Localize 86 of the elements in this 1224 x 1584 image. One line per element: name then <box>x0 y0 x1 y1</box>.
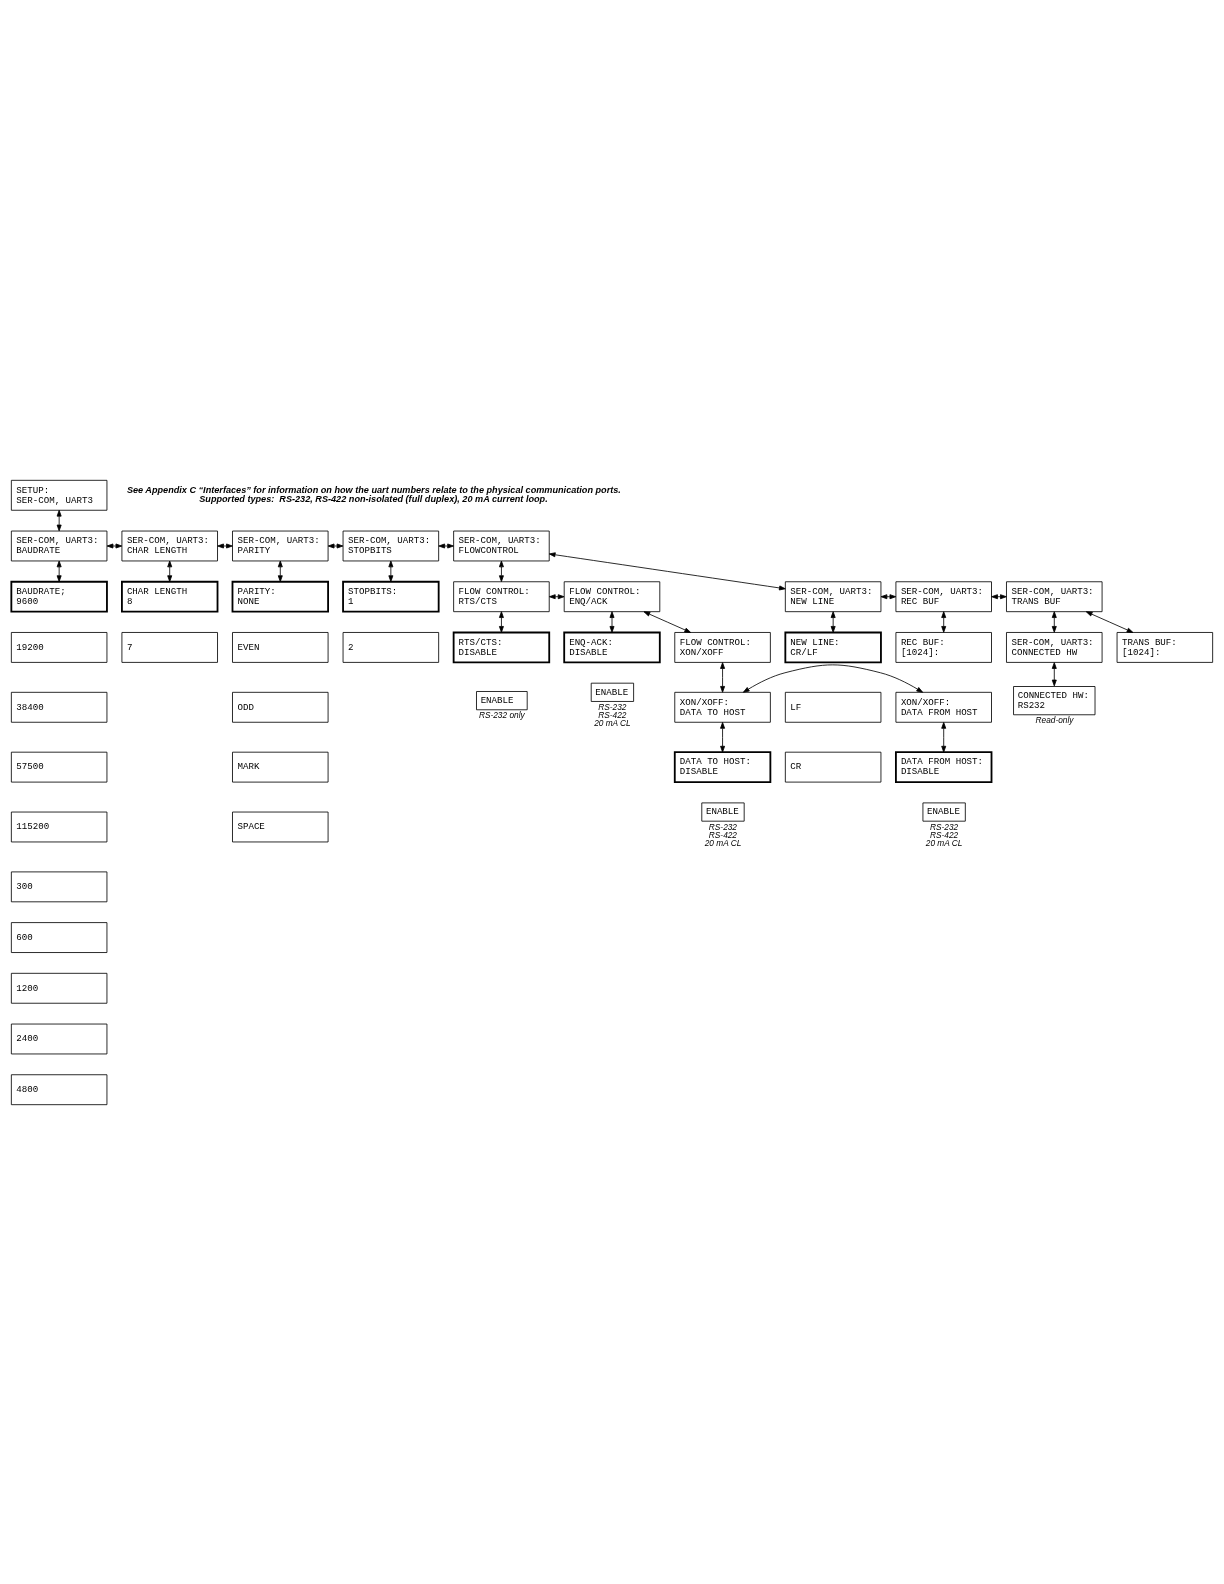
node-box: CONNECTED HW: RS232 <box>1013 685 1096 715</box>
arrow <box>720 721 726 752</box>
node-box: SER-COM, UART3: STOPBITS <box>342 530 440 561</box>
node-box: SER-COM, UART3: TRANS BUF <box>1006 580 1103 612</box>
node-box: STOPBITS: 1 <box>342 580 440 613</box>
node-box: 7 <box>121 631 218 663</box>
arrow <box>941 721 947 752</box>
node-box: SER-COM, UART3: PARITY <box>232 530 329 561</box>
node-box: DATA FROM HOST: DISABLE <box>895 750 993 783</box>
node-box: 57500 <box>10 751 108 783</box>
node-box: ENABLE <box>590 682 635 702</box>
node-box: ODD <box>232 691 329 723</box>
node-box: REC BUF: [1024]: <box>895 631 992 663</box>
arrow <box>1051 661 1057 686</box>
node-label: RS-422 <box>598 709 627 720</box>
arrow <box>327 543 344 548</box>
node-label: RS-422 <box>708 829 737 840</box>
node-box: SER-COM, UART3: REC BUF <box>895 580 992 612</box>
node-box: ENABLE <box>701 801 745 822</box>
node-box: ENQ-ACK: DISABLE <box>563 631 661 663</box>
arrow <box>548 593 565 599</box>
arrow <box>56 560 62 582</box>
arrow <box>438 543 454 548</box>
arrow <box>498 560 504 582</box>
node-box: FLOW CONTROL: ENQ/ACK <box>563 580 661 612</box>
node-label: 20 mA CL <box>925 837 963 848</box>
node-box: SER-COM, UART3: NEW LINE <box>784 580 882 612</box>
node-box: ENABLE <box>476 690 528 710</box>
node-box: SPACE <box>232 811 329 842</box>
node-box: TRANS BUF: [1024]: <box>1116 631 1214 663</box>
node-box: ENABLE <box>922 801 966 822</box>
node-box: SER-COM, UART3: CONNECTED HW <box>1006 631 1103 663</box>
node-box: 2400 <box>10 1023 108 1054</box>
node-box: FLOW CONTROL: RTS/CTS <box>453 580 550 612</box>
arrow <box>941 610 947 633</box>
node-box: CR <box>784 751 882 783</box>
node-box: 38400 <box>10 691 108 723</box>
arrow <box>991 593 1007 599</box>
node-box: 2 <box>342 631 440 663</box>
node-label: RS-232 <box>598 701 627 712</box>
node-label: 20 mA CL <box>704 837 742 848</box>
node-box: RTS/CTS: DISABLE <box>452 631 551 663</box>
node-label: RS-422 <box>929 829 959 840</box>
arrow <box>609 610 615 633</box>
node-box: SER-COM, UART3: FLOWCONTROL <box>453 530 550 561</box>
arrow <box>56 509 62 531</box>
arrow <box>1051 610 1057 633</box>
arrow <box>217 543 233 548</box>
node-box: CHAR LENGTH 8 <box>121 580 219 613</box>
arrow <box>1085 610 1134 633</box>
arrow <box>742 663 924 693</box>
arrow <box>720 661 726 693</box>
arrow <box>548 551 786 590</box>
node-label: RS-232 <box>708 821 737 831</box>
node-box: 4800 <box>10 1073 108 1105</box>
node-box: 600 <box>10 921 108 953</box>
node-box: SER-COM, UART3: CHAR LENGTH <box>121 530 218 561</box>
node-label: Read-only <box>1035 714 1074 725</box>
label: Supported types: RS-232, RS-422 non-isolated (full duplex), 20 mA current loop. <box>199 493 548 504</box>
arrow <box>277 560 283 582</box>
node-box: PARITY: NONE <box>231 580 329 613</box>
arrow <box>106 543 123 548</box>
arrow <box>388 560 394 582</box>
node-box: XON/XOFF: DATA FROM HOST <box>895 691 992 723</box>
node-label: RS-232 only <box>478 709 525 720</box>
node-box: 300 <box>10 870 108 902</box>
node-box: 19200 <box>10 631 108 663</box>
node-box: EVEN <box>232 631 329 663</box>
node-label: 20 mA CL <box>594 717 631 728</box>
arrow <box>643 610 692 633</box>
node-box: 1200 <box>10 972 108 1004</box>
arrow <box>167 560 173 582</box>
node-box: MARK <box>232 751 329 783</box>
node-box: SER-COM, UART3: BAUDRATE <box>10 530 108 561</box>
node-box: SETUP: SER-COM, UART3 <box>10 479 108 511</box>
node-box: LF <box>784 691 882 723</box>
node-box: XON/XOFF: DATA TO HOST <box>674 691 771 723</box>
node-box: 115200 <box>10 811 108 842</box>
node-label: RS-232 <box>929 821 959 831</box>
label: See Appendix C “Interfaces” for information on how the uart numbers relate to the physical communication ports. <box>126 484 621 495</box>
node-box: DATA TO HOST: DISABLE <box>673 750 772 783</box>
node-box: FLOW CONTROL: XON/XOFF <box>674 631 771 663</box>
arrow <box>498 610 504 633</box>
node-box: BAUDRATE; 9600 <box>10 580 108 613</box>
arrow <box>830 610 836 633</box>
node-box: NEW LINE: CR/LF <box>784 631 882 663</box>
